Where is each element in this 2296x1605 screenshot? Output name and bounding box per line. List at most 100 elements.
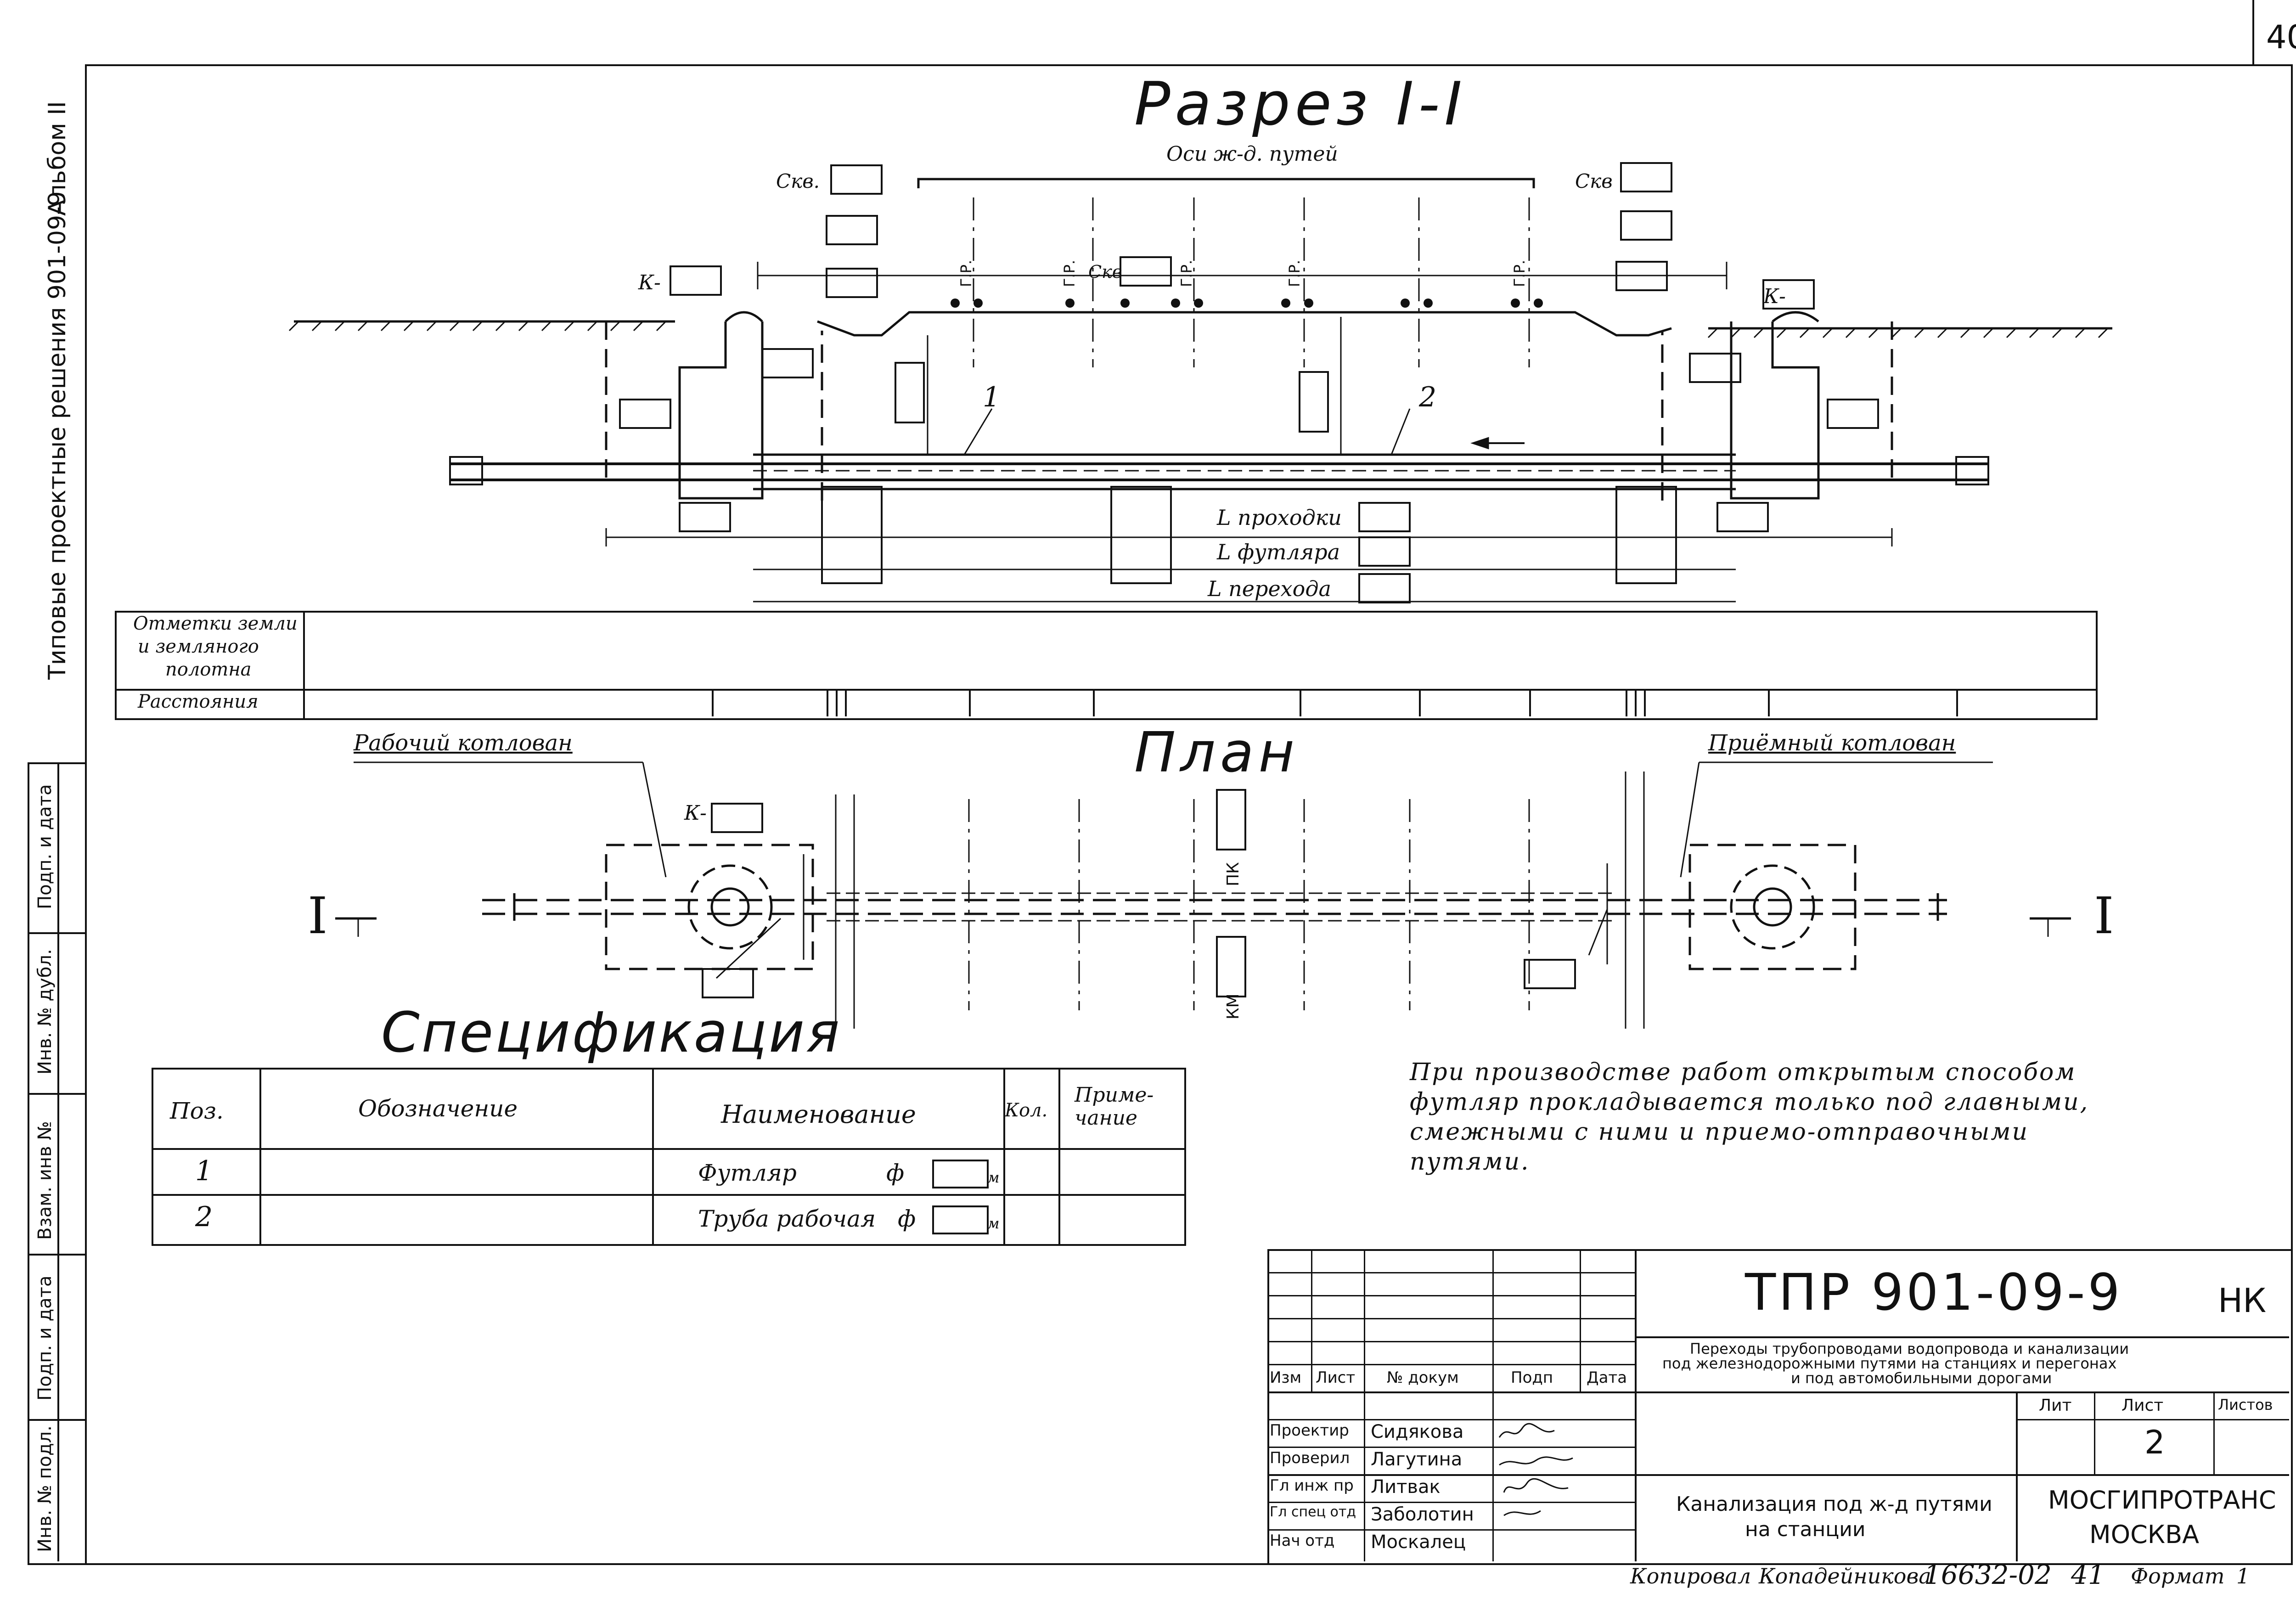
tb-role: Проектир xyxy=(1270,1421,1349,1440)
axes-label: Оси ж-д. путей xyxy=(1166,142,1338,166)
profile-row-label: и земляного xyxy=(138,636,259,657)
note-line: путями. xyxy=(1410,1148,1530,1176)
profile-table-divider xyxy=(1956,689,1958,716)
profile-table-divider xyxy=(1529,689,1531,716)
tb-header-change: Изм xyxy=(1270,1368,1302,1387)
spec-table-divider xyxy=(259,1068,261,1244)
well-label-right: Скв xyxy=(1575,170,1613,192)
well-label-left: Скв. xyxy=(776,170,820,192)
rails xyxy=(951,298,1543,308)
tb-org: МОСКВА xyxy=(2089,1520,2200,1549)
spec-row-phi: ф xyxy=(886,1160,905,1186)
profile-table-divider xyxy=(1626,689,1627,716)
tb-description: под железнодорожными путями на станциях … xyxy=(1662,1355,2117,1372)
right-well xyxy=(1730,321,1820,478)
pk-label: ПК xyxy=(1224,862,1243,886)
tb-line xyxy=(1267,1391,2289,1393)
stamp-field: Инв. № подл. xyxy=(34,1425,56,1552)
tb-role: Гл инж пр xyxy=(1270,1476,1354,1495)
spec-header-name: Наименование xyxy=(721,1100,916,1129)
tb-vline xyxy=(1364,1249,1365,1561)
tb-line xyxy=(1267,1364,1635,1365)
spec-header-qty: Кол. xyxy=(1005,1100,1048,1121)
plan-k-label: К- xyxy=(684,801,707,825)
footer-number: 41 xyxy=(2071,1559,2105,1590)
dim-label-drilling: L проходки xyxy=(1217,505,1342,530)
profile-row-label: полотна xyxy=(165,659,252,680)
stamp-inner-line xyxy=(57,762,59,1561)
section-title: Разрез I-I xyxy=(1134,69,1467,139)
tb-role: Гл спец отд xyxy=(1270,1504,1356,1520)
tb-section-code: НК xyxy=(2218,1281,2267,1320)
tb-code: ТПР 901-09-9 xyxy=(1745,1263,2123,1322)
profile-table-divider xyxy=(1635,689,1637,716)
position-2-label: 2 xyxy=(1419,381,1437,413)
tb-sheet-number: 2 xyxy=(2144,1424,2165,1461)
spec-table-divider xyxy=(1058,1068,1060,1244)
axes-bracket xyxy=(917,178,1535,188)
tb-line xyxy=(1267,1341,1635,1342)
page-corner-box xyxy=(2252,0,2254,64)
profile-table-divider xyxy=(712,689,714,716)
tb-line xyxy=(1267,1318,1635,1319)
tb-header-sign: Подп xyxy=(1511,1368,1553,1387)
note-line: смежными с ними и приемо-отправочными xyxy=(1410,1118,2029,1146)
tb-vline xyxy=(2213,1391,2215,1474)
footer-copier: Копадейникова xyxy=(1759,1564,1931,1588)
k-label-left: К- xyxy=(638,271,661,294)
spec-row-name: Труба рабочая xyxy=(698,1205,876,1232)
working-pit-label: Рабочий котлован xyxy=(354,730,573,756)
title-block xyxy=(1267,1249,2291,1563)
stamp-field: Взам. инв № xyxy=(34,1121,56,1240)
profile-row-label: Расстояния xyxy=(138,691,259,712)
receiving-pit-label: Приёмный котлован xyxy=(1708,730,1956,756)
tb-vline xyxy=(1311,1249,1312,1391)
spec-row-phi: ф xyxy=(898,1205,916,1232)
tb-role: Проверил xyxy=(1270,1449,1350,1467)
tb-name: Лагутина xyxy=(1371,1449,1463,1470)
spec-table xyxy=(152,1068,1186,1246)
dim-label-crossing: L перехода xyxy=(1208,576,1331,601)
tb-line xyxy=(2016,1419,2289,1420)
plan-title: План xyxy=(1134,721,1299,785)
spec-row-name: Футляр xyxy=(698,1160,797,1186)
tb-lit-header: Лит xyxy=(2039,1396,2072,1415)
section-mark-left: I xyxy=(308,886,328,945)
tb-name: Литвак xyxy=(1371,1476,1441,1498)
plan-drawing xyxy=(335,761,2071,1029)
rail-mark: Г.Р. xyxy=(1061,259,1078,287)
profile-table-divider xyxy=(969,689,971,716)
spec-header-note: Приме- чание xyxy=(1075,1083,1154,1130)
footer-copied: Копировал xyxy=(1630,1564,1751,1588)
k-label-right: К- xyxy=(1763,285,1786,308)
profile-table-divider xyxy=(1093,689,1095,716)
spec-row-diameter-box xyxy=(932,1160,989,1188)
tb-sheets-header: Листов xyxy=(2218,1396,2273,1414)
tb-line xyxy=(1635,1336,2289,1338)
spec-row-unit: м xyxy=(987,1169,1000,1186)
tb-name: Заболотин xyxy=(1371,1504,1474,1525)
footer-inventory: 16632-02 xyxy=(1924,1559,2052,1590)
note-line: футляр прокладывается только под главным… xyxy=(1410,1088,2089,1116)
position-1-label: 1 xyxy=(983,381,1001,413)
section-drawing xyxy=(288,162,2112,603)
spec-row-unit: м xyxy=(987,1215,1000,1232)
tb-sheet-header: Лист xyxy=(2122,1396,2164,1415)
tb-header-doc: № докум xyxy=(1387,1368,1459,1387)
profile-table-divider xyxy=(115,689,2096,691)
profile-table-divider xyxy=(827,689,828,716)
spec-table-divider xyxy=(652,1068,654,1244)
profile-table-divider xyxy=(1300,689,1301,716)
embankment xyxy=(817,311,1672,337)
profile-table-divider xyxy=(303,611,305,718)
profile-table-divider xyxy=(1419,689,1421,716)
footer-format: 1 xyxy=(2236,1564,2250,1588)
tb-line xyxy=(1267,1295,1635,1296)
profile-table-divider xyxy=(845,689,847,716)
stamp-divider xyxy=(28,932,85,934)
tb-line xyxy=(1267,1272,1635,1273)
page-number: 40 xyxy=(2266,18,2296,56)
spec-header-designation: Обозначение xyxy=(358,1095,518,1122)
tb-name: Москалец xyxy=(1371,1532,1466,1553)
stamp-divider xyxy=(28,1093,85,1095)
